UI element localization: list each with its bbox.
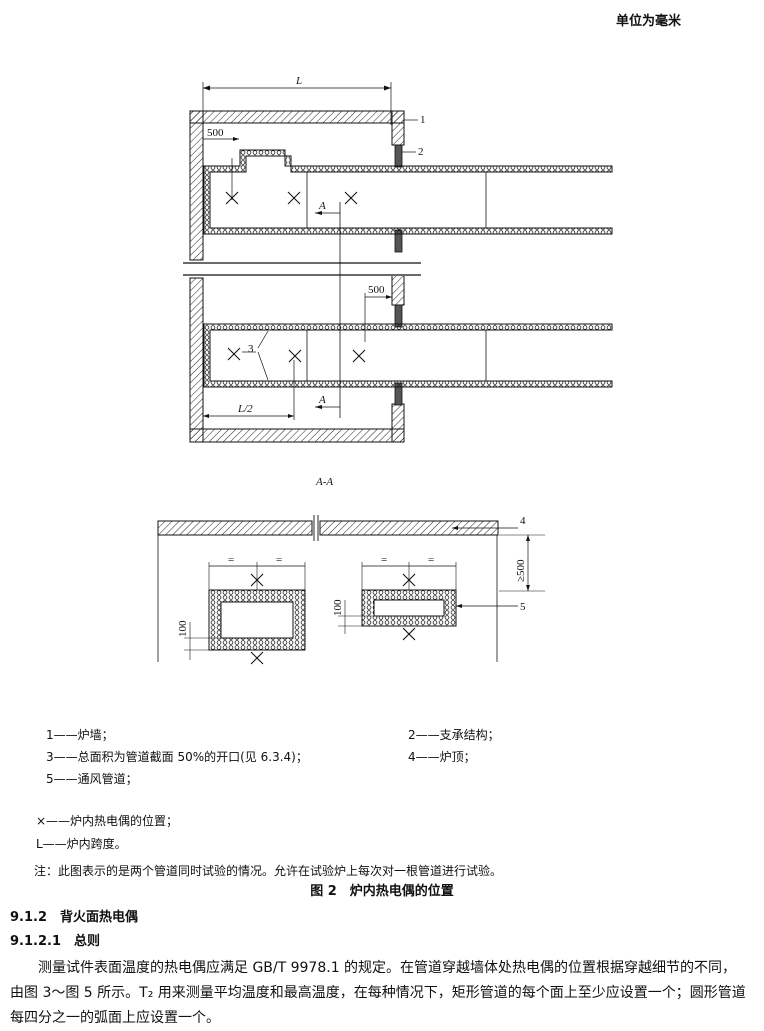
callout-3-label: 3: [248, 343, 254, 355]
eq-mark-3: =: [381, 554, 387, 566]
eq-mark-2: =: [276, 554, 282, 566]
unit-label: 单位为毫米: [616, 14, 682, 29]
section-AA-label: A-A: [315, 476, 333, 488]
symbol-span: L——炉内跨度。: [36, 837, 127, 851]
body-paragraph: 测量试件表面温度的热电偶应满足 GB/T 9978.1 的规定。在管道穿越墙体处…: [10, 960, 746, 1026]
dim-L-label: L: [295, 75, 302, 87]
section-A-bottom-label: A: [318, 394, 326, 406]
furnace-plan: L 500: [183, 75, 613, 443]
legend-item-2: 2——支承结构；: [408, 728, 500, 742]
legend-item-4: 4——炉顶；: [408, 750, 476, 764]
figure-2-drawing: L 500: [157, 75, 613, 665]
dim-L-half-label: L/2: [237, 403, 253, 415]
callout-2-label: 2: [418, 146, 424, 158]
callout-4-label: 4: [520, 515, 526, 527]
dim-500-top-label: 500: [207, 127, 224, 139]
callout-1-label: 1: [420, 114, 426, 126]
figure-caption: 图 2 炉内热电偶的位置: [310, 884, 454, 899]
dim-100-left-label: 100: [177, 620, 189, 637]
section-heading-9-1-2: 9.1.2 背火面热电偶: [10, 910, 139, 925]
eq-mark-1: =: [228, 554, 234, 566]
dim-500-mid-label: 500: [368, 284, 385, 296]
section-A-top-label: A: [318, 200, 326, 212]
section-AA-drawing: 4 ≥500 = = 100 = =: [157, 515, 545, 665]
legend-item-5: 5——通风管道；: [46, 772, 138, 786]
legend-item-3: 3——总面积为管道截面 50%的开口(见 6.3.4)；: [46, 750, 308, 764]
figure-note: 注：此图表示的是两个管道同时试验的情况。允许在试验炉上每次对一根管道进行试验。: [34, 864, 503, 878]
section-heading-9-1-2-1: 9.1.2.1 总则: [10, 934, 100, 949]
callout-5-label: 5: [520, 601, 526, 613]
symbol-thermocouple: ×——炉内热电偶的位置；: [36, 814, 179, 828]
legend-item-1: 1——炉墙；: [46, 728, 114, 742]
eq-mark-4: =: [428, 554, 434, 566]
dim-100-right-label: 100: [332, 599, 344, 616]
dim-ge500-label: ≥500: [515, 559, 527, 582]
